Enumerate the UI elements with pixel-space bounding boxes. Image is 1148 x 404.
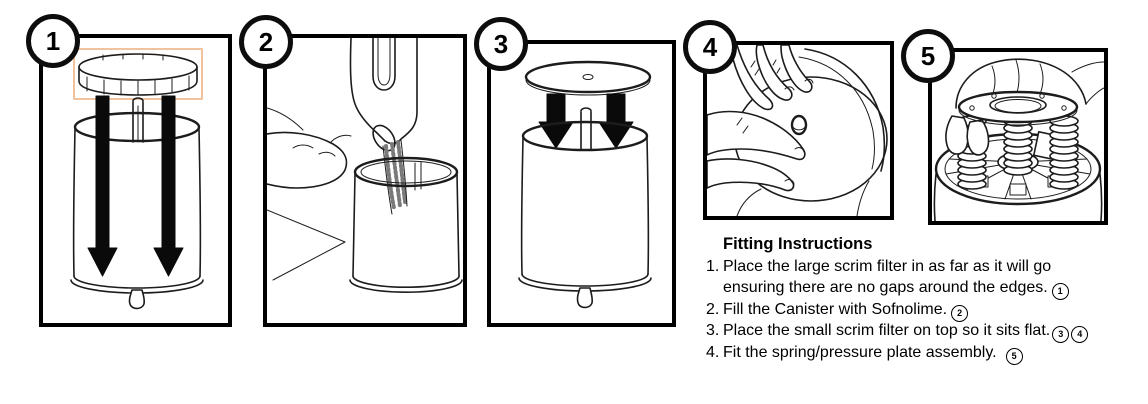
step-panel-3 [487, 40, 676, 327]
instruction-item-2-number: 2. [706, 300, 720, 318]
small-scrim-filter-onto-canister-illustration [518, 60, 652, 309]
coil-spring-right [1049, 115, 1079, 190]
step-panel-2 [263, 34, 467, 327]
step-ref-circle-4: 4 [1071, 326, 1089, 344]
instruction-item-4-number: 4. [706, 343, 720, 361]
step-badge-5: 5 [901, 29, 955, 83]
instruction-item-3-line-1: Place the small scrim filter on top so i… [723, 322, 1051, 339]
step-badge-5-number: 5 [920, 40, 936, 71]
instruction-item-3: 3. Place the small scrim filter on top s… [703, 320, 1146, 344]
instruction-item-1-line-1: Place the large scrim filter in as far a… [723, 257, 1052, 275]
step-badge-2: 2 [239, 15, 293, 69]
instruction-item-3-number: 3. [706, 322, 720, 339]
instructions-block: Fitting Instructions 1. Place the large … [703, 234, 1146, 365]
step-badge-4: 4 [683, 20, 737, 74]
step-ref-4-number: 4 [1077, 329, 1083, 339]
step-badge-4-number: 4 [702, 31, 718, 62]
step-badge-1: 1 [26, 14, 80, 68]
step-ref-1-number: 1 [1057, 286, 1063, 296]
instruction-item-4: 4. Fit the spring/pressure plate assembl… [703, 342, 1146, 365]
hands-press-scrim-filter-flat-illustration [707, 45, 888, 216]
step-badge-3-number: 3 [493, 28, 509, 59]
instruction-item-4-line-1: Fit the spring/pressure plate assembly. [723, 343, 997, 361]
instruction-item-2: 2. Fill the Canister with Sofnolime. 2 [703, 299, 1146, 322]
step-badge-3: 3 [474, 17, 528, 71]
step-ref-circle-3: 3 [1052, 326, 1070, 344]
pour-sofnolime-into-canister-illustration [267, 38, 463, 294]
step-ref-5-number: 5 [1011, 350, 1017, 361]
instruction-item-1: 1. Place the large scrim filter in as fa… [703, 256, 1146, 301]
step-ref-circle-5: 5 [1005, 347, 1023, 365]
instructions-title: Fitting Instructions [723, 235, 873, 253]
instruction-item-2-line-1: Fill the Canister with Sofnolime. [723, 300, 948, 318]
step-ref-circle-1: 1 [1051, 283, 1069, 301]
step-ref-circle-2: 2 [951, 304, 969, 322]
large-scrim-filter-into-canister-illustration [70, 48, 204, 310]
fit-spring-pressure-plate-assembly-illustration [933, 58, 1104, 221]
step-panel-1 [39, 34, 232, 327]
step-ref-3-number: 3 [1058, 329, 1064, 339]
instruction-item-1-line-2: ensuring there are no gaps around the ed… [723, 279, 1048, 296]
step-ref-2-number: 2 [957, 307, 963, 318]
step-panel-5 [928, 48, 1108, 225]
step-badge-1-number: 1 [45, 25, 61, 56]
instruction-item-1-number: 1. [706, 257, 720, 275]
step-badge-2-number: 2 [258, 26, 274, 57]
step-panel-4 [703, 41, 894, 220]
